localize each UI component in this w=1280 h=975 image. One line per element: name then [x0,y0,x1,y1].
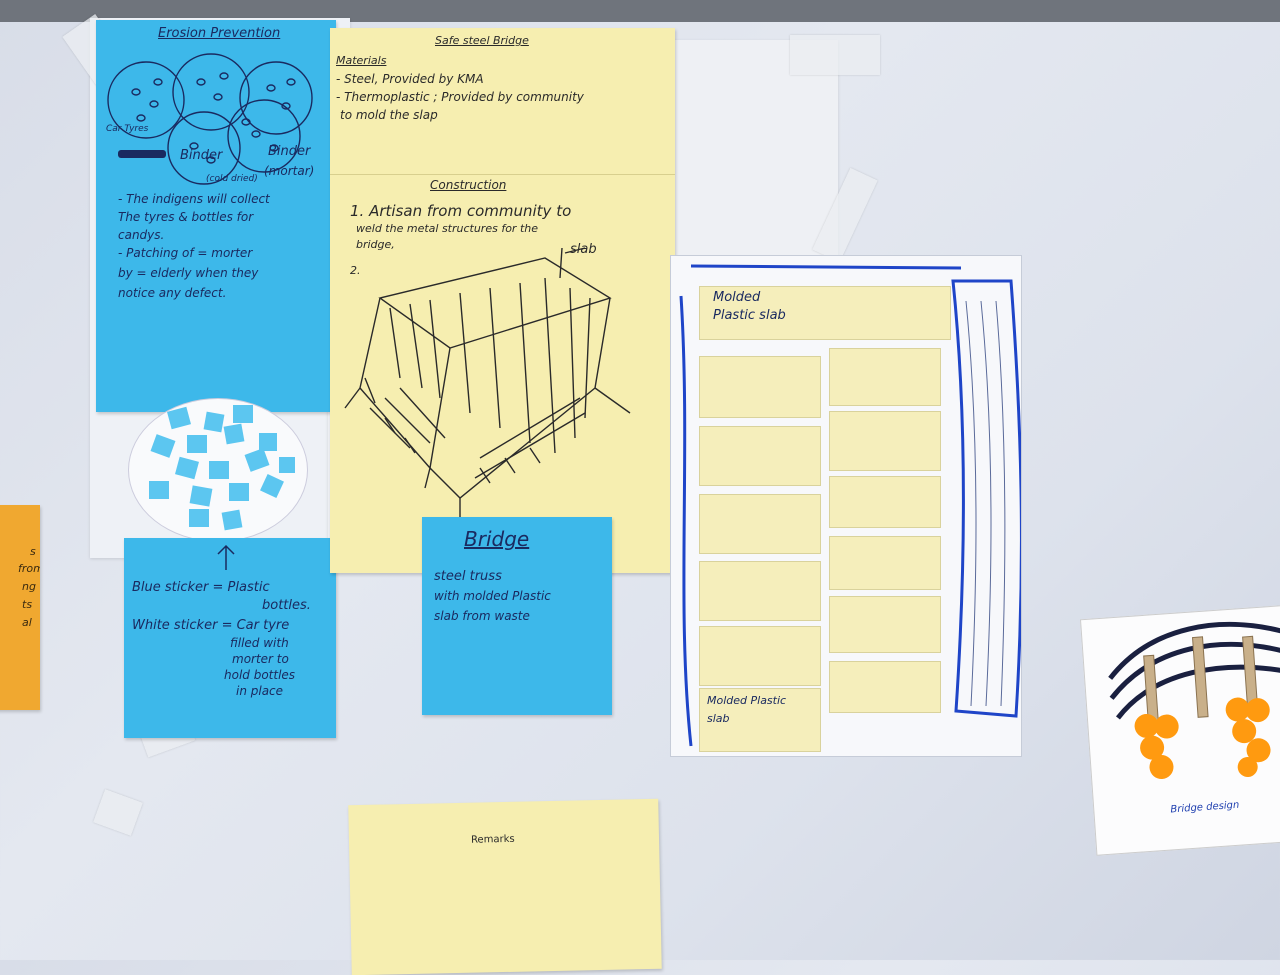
label-cold-dried: (cold dried) [206,174,258,184]
bridge-model: Molded Plastic slab Molded Plastic slab [670,255,1022,757]
label-binder-right: Binder [268,144,311,159]
orange-note-text: ng [22,580,36,593]
slab-strip [699,426,821,486]
bridge-summary-line: slab from waste [434,609,530,623]
bridge-sketch [344,247,631,523]
construction-step-2: 2. [350,264,361,277]
tape-strip [93,789,143,836]
bridge-summary-line: with molded Plastic [434,589,551,603]
wall-top-edge [0,0,1280,22]
legend-line: in place [236,684,284,698]
note-seam [330,174,675,175]
remarks-note: Remarks [348,798,662,975]
model-bottom-label: slab [707,712,730,725]
bridge-design-card: Bridge design [1079,605,1280,856]
orange-note-text: s [30,545,36,558]
orange-note-text: ts [22,598,33,611]
tape-strip [790,35,880,75]
arrow-up-icon [217,544,235,570]
slab-strip [699,688,821,752]
construction-line: 1. Artisan from community to [350,202,572,220]
slab-strip [699,626,821,686]
materials-heading: Materials [336,54,387,67]
sketch-label-slab: slab [570,242,597,257]
orange-note-text: from [18,562,40,575]
materials-line: - Thermoplastic ; Provided by community [336,90,584,104]
materials-line: - Steel, Provided by KMA [336,72,484,86]
orange-sticky-note: s from ng ts al [0,505,40,710]
slab-strip [699,286,951,340]
slab-strip [829,476,941,528]
construction-heading: Construction [430,178,507,192]
label-mortar: (mortar) [264,164,315,178]
erosion-text-line: candys. [118,228,165,242]
erosion-text-line: - The indigens will collect [118,192,270,206]
slab-strip [699,356,821,418]
model-bottom-label: Molded Plastic [707,694,787,707]
construction-line: bridge, [356,238,395,251]
label-binder-left: Binder [180,148,223,163]
bridge-plan-note: Safe steel Bridge Materials - Steel, Pro… [330,28,675,573]
model-top-label: Molded [713,290,761,305]
erosion-prevention-note: Erosion Prevention Car Tyres Binder Bind… [96,20,336,412]
slab-strip [829,596,941,653]
slab-strip [829,661,941,713]
bridge-summary-title: Bridge [464,527,530,551]
legend-line: morter to [232,652,289,666]
erosion-text-line: - Patching of = morter [118,246,253,260]
legend-line: Blue sticker = Plastic [132,580,270,595]
bridge-summary-note: Bridge steel truss with molded Plastic s… [422,517,612,715]
slab-strip [699,494,821,554]
arch-bridge-drawing [1108,621,1280,780]
erosion-text-line: by = elderly when they [118,266,259,280]
tyre-sketch [107,53,313,185]
erosion-title: Erosion Prevention [158,26,281,41]
slab-strip [829,411,941,471]
erosion-text-line: The tyres & bottles for [118,210,254,224]
slab-strip [829,348,941,406]
erosion-text-line: notice any defect. [118,286,227,300]
sticker-circle-model [128,398,308,542]
legend-line: bottles. [262,598,311,613]
sticker-legend-note: Blue sticker = Plastic bottles. White st… [124,538,336,738]
label-car-tyres: Car Tyres [106,124,149,134]
model-top-label: Plastic slab [713,308,786,323]
slab-strip [699,561,821,621]
legend-line: White sticker = Car tyre [132,618,290,633]
bridge-plan-title: Safe steel Bridge [435,34,529,47]
legend-line: filled with [230,636,289,650]
slab-strip [829,536,941,590]
model-blue-outline [679,264,1021,747]
orange-note-text: al [22,616,32,629]
legend-line: hold bottles [224,668,296,682]
materials-line: to mold the slap [340,108,438,122]
sticker-squares [149,405,295,531]
construction-line: weld the metal structures for the [356,222,538,235]
bridge-summary-line: steel truss [434,569,502,584]
remarks-title: Remarks [470,833,515,846]
scribbled-word [118,150,166,158]
